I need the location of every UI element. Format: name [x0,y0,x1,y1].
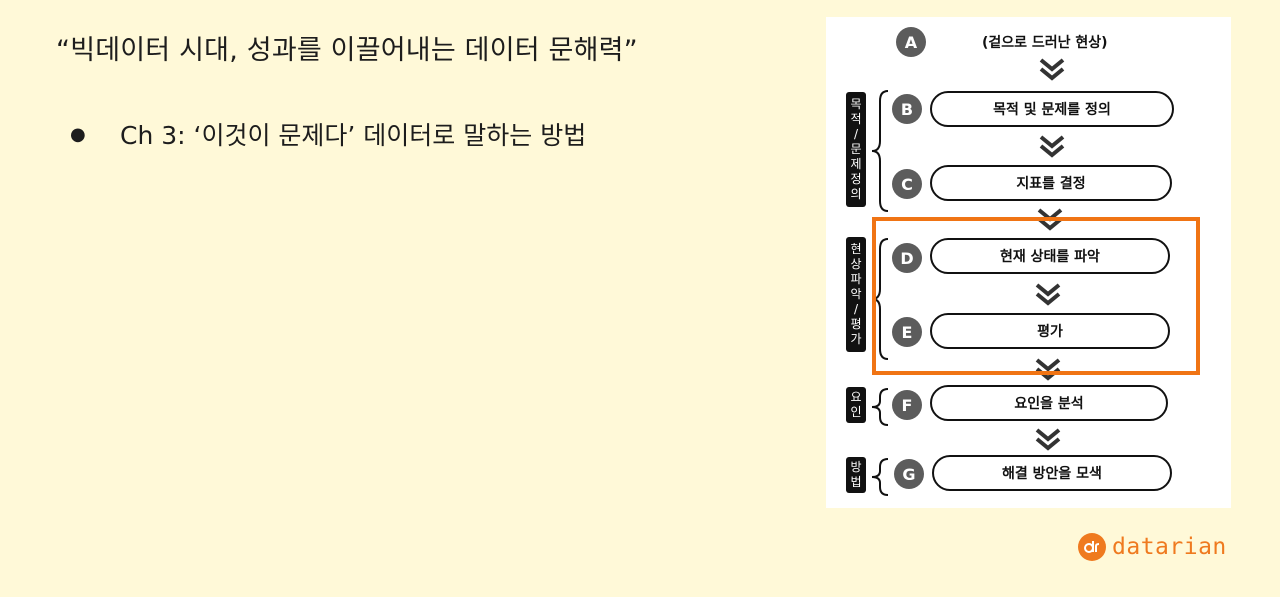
datarian-logo: datarian [1078,533,1227,561]
highlight-box [872,217,1200,375]
node-d-circle: D [892,243,922,273]
node-e-box: 평가 [930,313,1170,349]
node-g-circle: G [894,459,924,489]
node-e-circle: E [892,317,922,347]
node-c-circle: C [892,169,922,199]
node-d-box: 현재 상태를 파악 [930,238,1170,274]
bullet-item: ● Ch 3: ‘이것이 문제다’ 데이터로 말하는 방법 [70,116,586,152]
chevron-down-icon [1039,135,1065,158]
node-c-box: 지표를 결정 [930,165,1172,201]
chevron-down-icon [1035,283,1061,306]
bullet-text: Ch 3: ‘이것이 문제다’ 데이터로 말하는 방법 [120,121,587,150]
datarian-logo-icon [1078,533,1106,561]
slide-title: “빅데이터 시대, 성과를 이끌어내는 데이터 문해력” [56,35,638,66]
chevron-down-icon [1039,58,1065,81]
node-g-box: 해결 방안을 모색 [932,455,1172,491]
chevron-down-icon [1035,428,1061,451]
node-a-label: (겉으로 드러난 현상) [982,35,1108,51]
brace-icon [871,388,889,426]
bullet-dot-icon: ● [70,123,86,145]
logo-text: datarian [1112,534,1227,560]
brace-icon [871,90,889,212]
brace-icon [871,458,889,496]
flow-diagram: A (겉으로 드러난 현상) B 목적 및 문제를 정의 C 지표를 결정 D … [826,17,1231,508]
node-b-circle: B [892,94,922,124]
node-f-box: 요인을 분석 [930,385,1168,421]
node-a-circle: A [896,27,926,57]
node-b-box: 목적 및 문제를 정의 [930,91,1174,127]
node-f-circle: F [892,390,922,420]
